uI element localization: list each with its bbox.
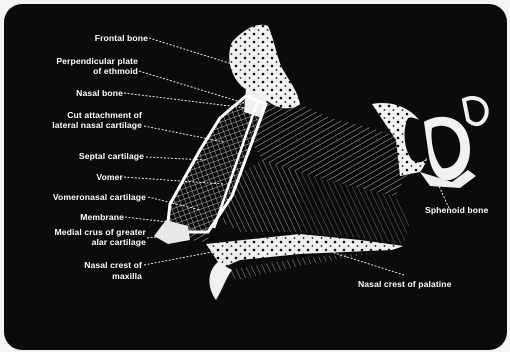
label-nasal-crest-maxilla-line1: Nasal crest of [28, 260, 142, 270]
label-vomer: Vomer [28, 172, 123, 182]
label-septal-cartilage: Septal cartilage [28, 151, 144, 161]
nasal-crest-shape [206, 234, 404, 300]
label-nasal-bone: Nasal bone [28, 88, 123, 98]
label-perpendicular-plate-line1: Perpendicular plate [28, 56, 138, 66]
label-sphenoid-bone: Sphenoid bone [425, 205, 488, 215]
label-cut-attachment-line1: Cut attachment of [14, 110, 142, 120]
label-frontal-bone: Frontal bone [60, 33, 148, 43]
label-medial-crus-line1: Medial crus of greater [10, 227, 146, 237]
label-nasal-crest-palatine: Nasal crest of palatine [358, 279, 452, 289]
label-cut-attachment-line2: lateral nasal cartilage [14, 120, 142, 130]
label-vomeronasal-cartilage: Vomeronasal cartilage [10, 192, 146, 202]
label-membrane: Membrane [28, 212, 124, 222]
label-medial-crus-line2: alar cartilage [10, 237, 146, 247]
label-perpendicular-plate-line2: of ethmoid [28, 66, 138, 76]
label-nasal-crest-maxilla-line2: maxilla [28, 271, 142, 281]
